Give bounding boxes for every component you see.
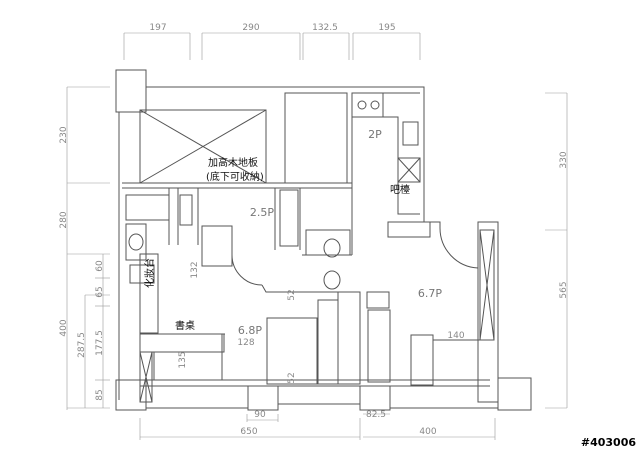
- dim-top-2: 290: [242, 23, 259, 33]
- dim-left-177-5: 177.5: [95, 330, 105, 356]
- top-dimension-lines: [123, 32, 421, 60]
- dim-left-287-5: 287.5: [77, 332, 87, 358]
- dim-top-1: 197: [149, 23, 166, 33]
- dim-bottom-90: 90: [254, 410, 266, 420]
- dim-interior-52-top: 52: [287, 289, 297, 300]
- dim-left-280: 280: [59, 211, 69, 228]
- right-dimension-lines: [545, 92, 568, 409]
- dim-left-230: 230: [59, 126, 69, 143]
- dim-left-65: 65: [95, 286, 105, 297]
- raised-floor-label: 加高木地板: [208, 156, 258, 169]
- vanity-label: 化妝台: [143, 258, 156, 288]
- walls: [115, 69, 532, 411]
- left-dimension-lines: [66, 86, 110, 410]
- desk-label: 書桌: [175, 319, 195, 332]
- plan-id: #403006: [581, 436, 636, 449]
- room-kitchen-label: 2P: [368, 128, 382, 141]
- bar-label: 吧檯: [390, 183, 410, 196]
- dim-interior-52-bottom: 52: [287, 372, 297, 383]
- dim-left-60: 60: [95, 260, 105, 272]
- dim-bottom-400: 400: [419, 427, 436, 437]
- room-master-bedroom-label: 6.8P: [238, 324, 262, 337]
- dim-top-4: 195: [378, 23, 395, 33]
- dim-left-85: 85: [95, 389, 105, 400]
- dim-left-400: 400: [59, 319, 69, 336]
- dim-interior-128: 128: [237, 338, 254, 348]
- dim-bottom-82-5: 82.5: [366, 410, 386, 420]
- dim-right-565: 565: [559, 281, 569, 298]
- dim-top-3: 132.5: [312, 23, 338, 33]
- room-living-label: 6.7P: [418, 287, 442, 300]
- dim-interior-132: 132: [190, 261, 200, 278]
- dim-interior-140: 140: [447, 331, 464, 341]
- dim-interior-135: 135: [178, 351, 188, 368]
- dim-bottom-650: 650: [240, 427, 257, 437]
- room-small-bedroom-label: 2.5P: [250, 206, 274, 219]
- raised-floor-storage-label: (底下可收納): [206, 170, 264, 183]
- bottom-dimension-lines: [139, 413, 496, 440]
- dim-right-330: 330: [559, 151, 569, 168]
